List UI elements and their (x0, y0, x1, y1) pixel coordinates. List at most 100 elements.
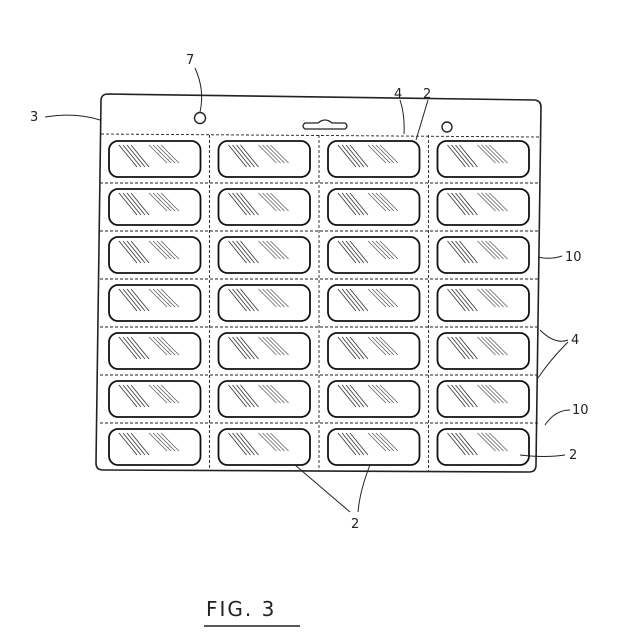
glare-hatch (451, 432, 470, 456)
blister-cell (108, 332, 202, 370)
glare-hatch (451, 336, 470, 360)
label-perforation-right: 4 (571, 333, 579, 348)
glare-hatch (345, 192, 365, 216)
glare-hatch (236, 432, 255, 456)
glare-hatch (349, 336, 369, 360)
glare-hatch (367, 240, 387, 260)
glare-hatch (266, 144, 285, 164)
glare-hatch (232, 288, 251, 312)
glare-hatch (228, 432, 247, 456)
glare-hatch (371, 432, 391, 452)
glare-hatch (236, 288, 255, 312)
glare-hatch (130, 336, 150, 360)
glare-hatch (489, 384, 508, 404)
blister-cell (108, 236, 202, 274)
glare-hatch (156, 432, 176, 452)
glare-hatch (341, 384, 361, 408)
glare-hatch (341, 336, 361, 360)
glare-hatch (122, 432, 142, 456)
glare-hatch (345, 144, 365, 168)
glare-hatch (122, 336, 142, 360)
glare-hatch (337, 384, 357, 408)
glare-hatch (258, 192, 277, 212)
glare-hatch (477, 192, 496, 212)
glare-hatch (122, 192, 142, 216)
glare-hatch (485, 240, 504, 260)
glare-hatch (379, 288, 399, 308)
blister-cell (108, 188, 202, 226)
blister-cell (327, 284, 421, 322)
glare-hatch (270, 240, 289, 260)
glare-hatch (160, 384, 180, 404)
glare-hatch (118, 144, 138, 168)
glare-hatch (367, 432, 387, 452)
label-hole: 7 (186, 53, 194, 68)
leader-line (357, 464, 371, 513)
glare-hatch (337, 240, 357, 264)
glare-hatch (228, 288, 247, 312)
glare-hatch (160, 288, 180, 308)
glare-hatch (379, 144, 399, 164)
glare-hatch (266, 288, 285, 308)
glare-hatch (337, 288, 357, 312)
glare-hatch (130, 192, 150, 216)
glare-hatch (379, 384, 399, 404)
glare-hatch (232, 432, 251, 456)
glare-hatch (349, 144, 369, 168)
glare-hatch (262, 240, 281, 260)
glare-hatch (337, 336, 357, 360)
blister-cell (327, 140, 421, 178)
glare-hatch (349, 192, 369, 216)
label-tear-line-lower: 10 (572, 403, 589, 418)
glare-hatch (118, 432, 138, 456)
glare-hatch (130, 288, 150, 312)
glare-hatch (122, 384, 142, 408)
glare-hatch (236, 240, 255, 264)
glare-hatch (148, 144, 168, 164)
blister-cell (436, 428, 530, 466)
glare-hatch (258, 288, 277, 308)
glare-hatch (455, 336, 474, 360)
glare-hatch (459, 432, 478, 456)
glare-hatch (451, 240, 470, 264)
leader-line (194, 67, 203, 113)
blister-cell (217, 428, 311, 466)
glare-hatch (152, 240, 172, 260)
glare-hatch (375, 288, 395, 308)
glare-hatch (262, 192, 281, 212)
glare-hatch (345, 288, 365, 312)
glare-hatch (232, 240, 251, 264)
glare-hatch (345, 240, 365, 264)
blister-cell (436, 188, 530, 226)
glare-hatch (447, 192, 466, 216)
glare-hatch (232, 384, 251, 408)
glare-hatch (152, 432, 172, 452)
glare-hatch (481, 192, 500, 212)
glare-hatch (258, 432, 277, 452)
glare-hatch (118, 336, 138, 360)
glare-hatch (148, 384, 168, 404)
glare-hatch (228, 336, 247, 360)
glare-hatch (152, 144, 172, 164)
hanging-hole (193, 111, 207, 125)
glare-hatch (477, 384, 496, 404)
leader-line (399, 99, 405, 135)
glare-hatch (122, 240, 142, 264)
label-tear-line-upper: 10 (565, 250, 582, 265)
glare-hatch (258, 240, 277, 260)
glare-hatch (371, 288, 391, 308)
glare-hatch (228, 240, 247, 264)
leader-line (539, 329, 569, 342)
glare-hatch (489, 144, 508, 164)
glare-hatch (236, 144, 255, 168)
glare-hatch (266, 240, 285, 260)
glare-hatch (455, 144, 474, 168)
glare-hatch (375, 144, 395, 164)
glare-hatch (126, 192, 146, 216)
perforation-line (100, 133, 541, 138)
glare-hatch (459, 288, 478, 312)
leader-line (537, 341, 569, 379)
blister-cell (436, 380, 530, 418)
blister-cell (108, 428, 202, 466)
